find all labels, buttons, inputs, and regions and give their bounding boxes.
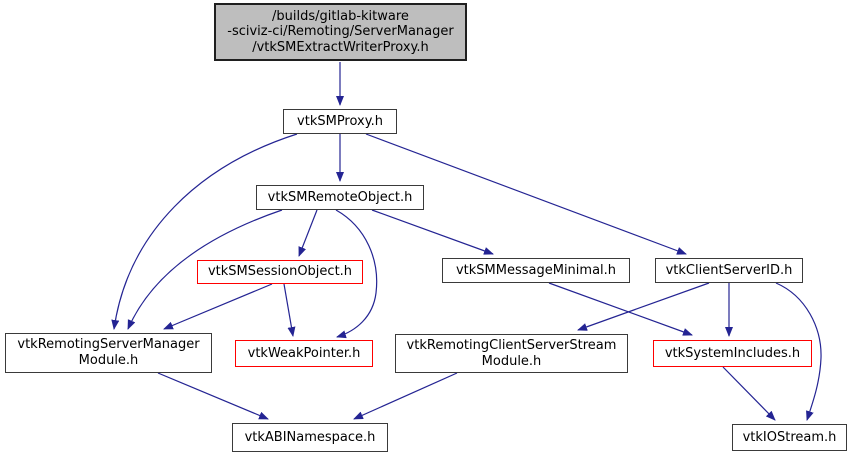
edge-sm_remote_object-sm_session_object [298, 209, 318, 257]
node-label: vtkSMProxy.h [297, 113, 383, 129]
node-label: vtkSMRemoteObject.h [267, 189, 413, 205]
node-label: vtkClientServerID.h [665, 262, 793, 278]
edge-client_server_id-remoting_client_server_stream_module [577, 282, 710, 331]
edge-sm_proxy-remoting_server_manager_module [111, 133, 298, 330]
edge-sm_remote_object-remoting_server_manager_module [127, 209, 283, 330]
node-label: vtkRemotingClientServerStream Module.h [406, 337, 617, 369]
node-vtkClientServerID[interactable]: vtkClientServerID.h [655, 258, 803, 283]
edge-remoting_server_manager_module-abi_namespace [157, 372, 269, 420]
node-label: vtkWeakPointer.h [247, 345, 361, 361]
node-vtkSMSessionObject[interactable]: vtkSMSessionObject.h [197, 260, 363, 284]
node-vtkSMExtractWriterProxy: /builds/gitlab-kitware -sciviz-ci/Remoti… [214, 3, 467, 61]
node-label: vtkABINamespace.h [244, 429, 376, 445]
node-label: vtkSMMessageMinimal.h [455, 262, 617, 278]
edge-system_includes-io_stream [722, 366, 776, 421]
node-vtkSMProxy[interactable]: vtkSMProxy.h [283, 109, 397, 134]
node-vtkRemotingServerManagerModule[interactable]: vtkRemotingServerManager Module.h [5, 333, 212, 373]
node-label: vtkSMSessionObject.h [207, 264, 353, 280]
node-label: vtkRemotingServerManager Module.h [17, 337, 200, 368]
edge-remoting_client_server_stream_module-abi_namespace [353, 372, 458, 420]
edge-client_server_id-io_stream [775, 282, 822, 421]
node-label: vtkSystemIncludes.h [664, 345, 801, 361]
node-vtkIOStream[interactable]: vtkIOStream.h [732, 424, 847, 451]
edge-sm_remote_object-sm_message_minimal [371, 209, 494, 255]
node-vtkSMRemoteObject[interactable]: vtkSMRemoteObject.h [256, 185, 424, 210]
edge-sm_remote_object-weak_pointer [335, 209, 378, 339]
node-vtkRemotingClientServerStreamModule[interactable]: vtkRemotingClientServerStream Module.h [395, 334, 628, 373]
node-vtkSystemIncludes[interactable]: vtkSystemIncludes.h [653, 340, 812, 367]
edge-sm_message_minimal-system_includes [548, 282, 693, 336]
node-vtkWeakPointer[interactable]: vtkWeakPointer.h [235, 340, 373, 367]
edge-sm_session_object-remoting_server_manager_module [163, 283, 273, 330]
node-vtkABINamespace[interactable]: vtkABINamespace.h [232, 423, 388, 452]
node-label: /builds/gitlab-kitware -sciviz-ci/Remoti… [227, 8, 454, 55]
node-label: vtkIOStream.h [742, 429, 837, 445]
edge-sm_proxy-client_server_id [365, 133, 687, 255]
node-vtkSMMessageMinimal[interactable]: vtkSMMessageMinimal.h [442, 258, 630, 283]
edge-sm_session_object-weak_pointer [283, 283, 296, 337]
